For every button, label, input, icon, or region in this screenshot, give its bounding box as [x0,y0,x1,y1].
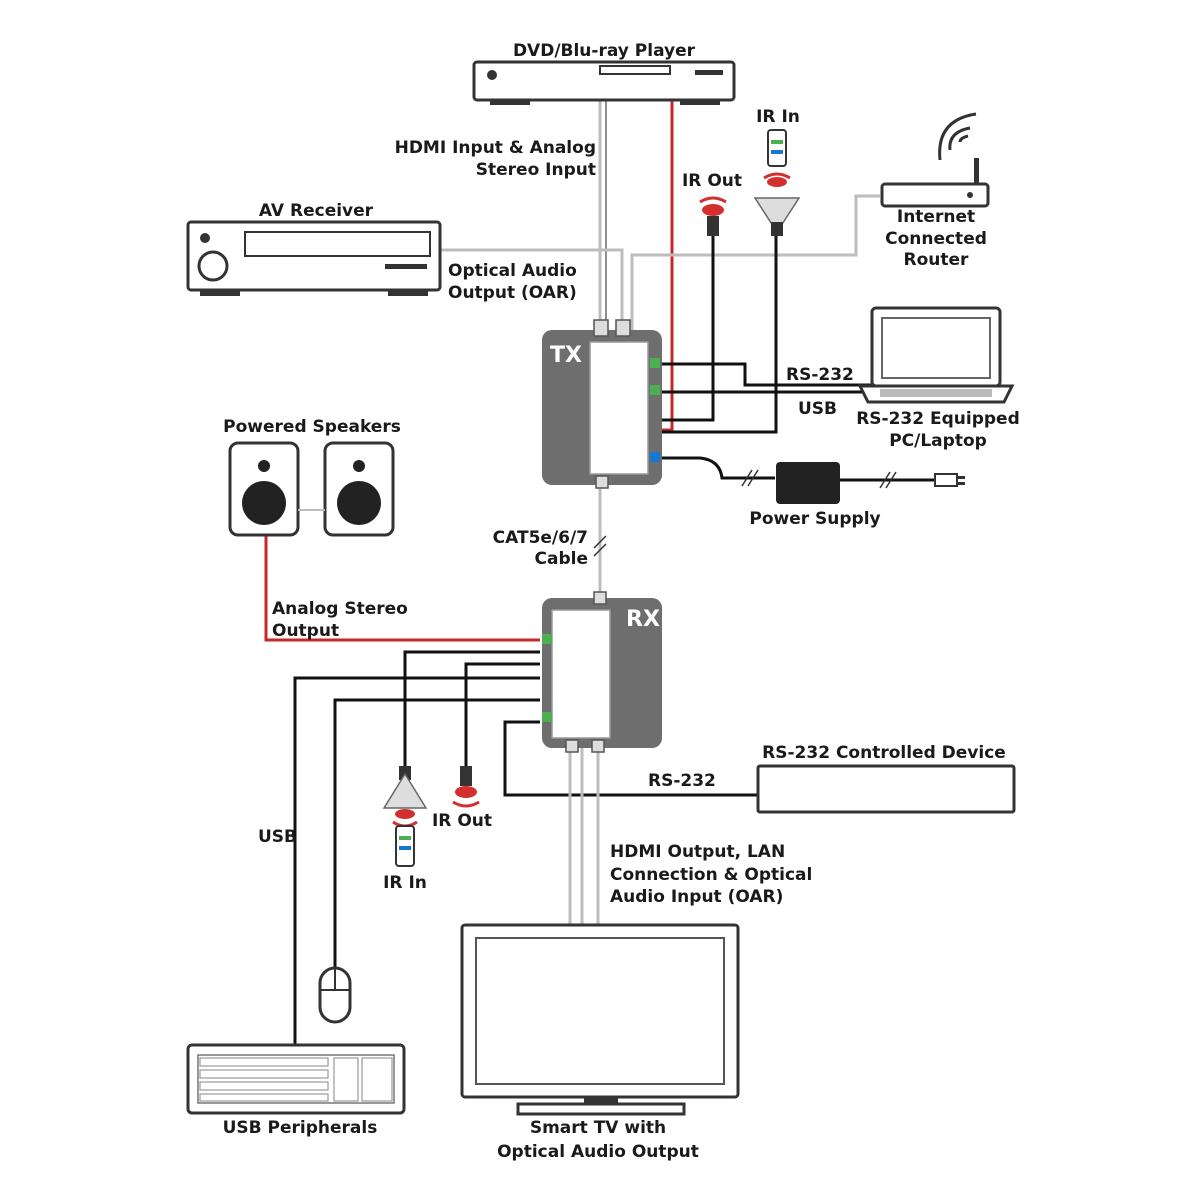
ir-out-top-cable [660,236,715,422]
av-receiver-label: AV Receiver [259,201,374,221]
keyboard: USB Peripherals [186,1043,406,1138]
rs232-rx-cable [503,720,758,797]
analog-stereo-cable [264,535,540,642]
ir-out-top-label: IR Out [682,171,742,191]
dvd-player: DVD/Blu-ray Player [472,41,736,105]
dvd-ir-red-cable [662,100,674,432]
power-cable [660,456,775,480]
hdmi-output-label-2: Connection & Optical [610,865,812,885]
ir-out-bottom-label: IR Out [432,811,492,831]
ir-out-bottom-icon [452,766,480,808]
ir-out-bottom-cable [464,662,540,768]
router-label-1: Internet [897,207,975,227]
tv-label-2: Optical Audio Output [497,1142,699,1162]
hdmi-output-label-1: HDMI Output, LAN [610,842,785,862]
hdmi-output-label-3: Audio Input (OAR) [610,887,783,907]
tx-title: TX [550,343,582,368]
router: Internet Connected Router [880,112,990,270]
ir-in-top-cable [660,236,778,434]
powered-speakers: Powered Speakers [223,417,401,537]
router-lan-cable [630,194,880,330]
analog-stereo-label-2: Output [272,621,339,641]
router-label-3: Router [904,250,970,270]
ir-out-top-icon [699,196,727,236]
cables [264,100,935,1045]
usb-top-label: USB [798,399,837,419]
usb-keyboard-cable [293,676,540,1045]
cat-cable-label-2: Cable [535,549,588,569]
laptop-label-1: RS-232 Equipped [856,409,1020,429]
ir-in-bottom-cable [403,650,540,768]
optical-audio-cable [440,248,624,330]
analog-stereo-label-1: Analog Stereo [272,599,408,619]
tx-unit: TX [542,319,662,489]
av-receiver: AV Receiver [186,201,442,296]
smart-tv: Smart TV with Optical Audio Output [460,923,740,1162]
hdmi-input-label-2: Stereo Input [476,160,596,180]
optical-audio-label-1: Optical Audio [448,261,577,281]
hdmi-input-label-1: HDMI Input & Analog [395,138,596,158]
usb-mouse-cable [333,698,540,968]
mouse [318,966,352,1024]
ir-in-top-icon [753,129,801,236]
rx-title: RX [626,607,660,632]
rs232-device-label: RS-232 Controlled Device [762,743,1006,763]
power-supply-label: Power Supply [749,509,880,529]
ir-in-bottom-label: IR In [383,873,427,893]
cat-cable-label-1: CAT5e/6/7 [493,528,588,548]
rs232-bottom-label: RS-232 [648,771,716,791]
speakers-label: Powered Speakers [223,417,401,437]
rx-unit: RX [542,591,662,753]
usb-peripherals-label: USB Peripherals [223,1118,378,1138]
laptop: RS-232 Equipped PC/Laptop [856,306,1020,451]
dvd-label: DVD/Blu-ray Player [513,41,696,61]
ir-in-top-label: IR In [756,107,800,127]
optical-audio-label-2: Output (OAR) [448,283,577,303]
rs232-tx-cable [660,362,872,387]
ir-in-bottom-icon [382,766,428,867]
usb-left-label: USB [258,827,297,847]
laptop-label-2: PC/Laptop [889,431,987,451]
power-supply: Power Supply [741,462,965,529]
rs232-controlled-device: RS-232 Controlled Device [756,743,1016,814]
router-label-2: Connected [885,229,987,249]
rs232-top-label: RS-232 [786,365,854,385]
tv-label-1: Smart TV with [530,1118,666,1138]
